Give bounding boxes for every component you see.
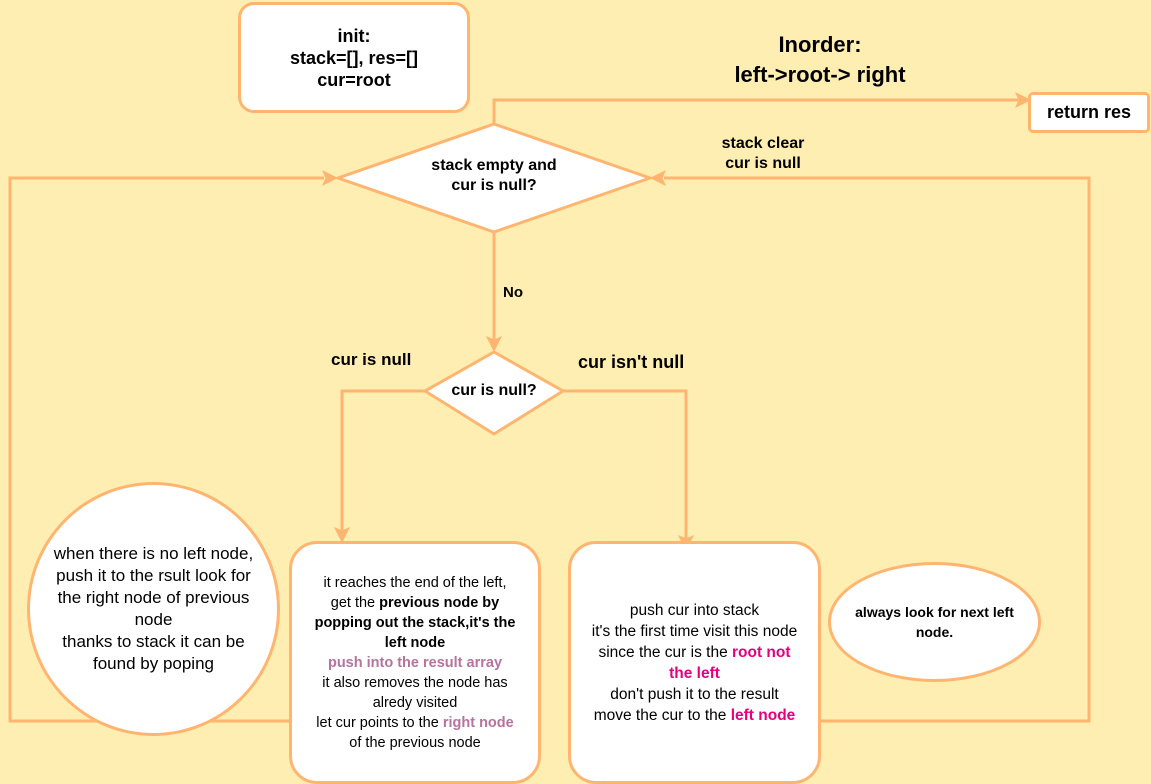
pop-box: it reaches the end of the left, get the …: [289, 541, 541, 784]
pop-line-6: it also removes the node has: [322, 674, 508, 691]
pop-line-3: popping out the stack,it's the: [314, 614, 516, 631]
connector-loop-right: [664, 176, 1091, 723]
arrowhead-return: [1015, 91, 1032, 109]
push-line-3: since the cur is the root not: [598, 642, 790, 663]
push-line-3-plain: since the cur is the: [598, 643, 732, 661]
pop-line-8-highlight: right node: [442, 714, 514, 731]
arrowhead-loop-right: [649, 169, 666, 187]
title: Inorder: left->root-> right: [720, 30, 920, 90]
push-line-6: move the cur to the left node: [594, 705, 796, 726]
label-stack-clear: stack clear cur is null: [700, 134, 826, 174]
init-line-3: cur=root: [317, 69, 391, 90]
label-no: No: [503, 284, 523, 301]
left-note-line-4: node: [134, 610, 173, 629]
init-box: init: stack=[], res=[] cur=root: [238, 2, 470, 113]
push-line-4: the left: [669, 664, 720, 682]
push-line-6-plain: move the cur to the: [593, 706, 731, 724]
decision-mid-shape: [422, 350, 566, 436]
arrowhead-cur-null: [333, 527, 351, 544]
decision-top-line-1: stack empty and: [431, 157, 557, 174]
arrowhead-no: [485, 336, 503, 353]
title-line-1: Inorder:: [778, 32, 862, 57]
title-line-2: left->root-> right: [734, 62, 906, 87]
pop-line-8-plain: let cur points to the: [316, 714, 443, 731]
pop-line-2: get the previous node by: [331, 593, 499, 613]
left-note-line-1: when there is no left node,: [53, 544, 254, 563]
push-line-5: don't push it to the result: [610, 685, 779, 703]
decision-top-shape: [333, 122, 655, 234]
pop-line-2-plain: get the: [330, 594, 380, 611]
connector-cur-null: [340, 389, 425, 530]
decision-top-text: stack empty and cur is null?: [394, 156, 594, 196]
connector-cur-not-null: [563, 389, 688, 538]
decision-mid-text: cur is null?: [451, 382, 537, 399]
left-note-line-5: thanks to stack it can be: [62, 632, 245, 651]
push-line-6-highlight: left node: [730, 706, 796, 724]
pop-line-5: push into the result array: [327, 654, 503, 671]
pop-line-8: let cur points to the right node: [316, 713, 513, 733]
decision-top-line-2: cur is null?: [451, 177, 537, 194]
return-res-box: return res: [1028, 92, 1150, 133]
init-line-2: stack=[], res=[]: [289, 47, 419, 68]
init-line-1: init:: [337, 25, 371, 46]
pop-line-4: left node: [384, 634, 446, 651]
right-note-line-2: node.: [915, 624, 954, 640]
push-line-1: push cur into stack: [629, 601, 760, 619]
pop-line-2-bold: previous node by: [379, 594, 500, 611]
label-cur-not-null: cur isn't null: [578, 352, 685, 372]
right-note-line-1: always look for next left: [855, 604, 1014, 620]
left-note-ellipse: when there is no left node, push it to t…: [27, 482, 280, 736]
left-note-line-2: push it to the rsult look for: [56, 566, 251, 585]
pop-line-1: it reaches the end of the left,: [323, 574, 507, 591]
left-note-line-6: found by poping: [93, 654, 214, 673]
left-note-line-3: the right node of previous: [57, 588, 250, 607]
push-line-3-highlight: root not: [732, 643, 791, 661]
connector-to-return: [492, 98, 1018, 124]
label-cur-null: cur is null: [331, 350, 412, 369]
push-box: push cur into stack it's the first time …: [568, 541, 821, 784]
pop-line-9: of the previous node: [349, 734, 481, 751]
label-stack-clear-1: stack clear: [721, 135, 805, 152]
pop-line-7: alredy visited: [372, 694, 458, 711]
label-stack-clear-2: cur is null: [725, 155, 801, 172]
right-note-ellipse: always look for next left node.: [828, 562, 1041, 682]
push-line-2: it's the first time visit this node: [591, 622, 798, 640]
arrowhead-loop-left: [322, 169, 339, 187]
return-res-label: return res: [1046, 102, 1132, 122]
